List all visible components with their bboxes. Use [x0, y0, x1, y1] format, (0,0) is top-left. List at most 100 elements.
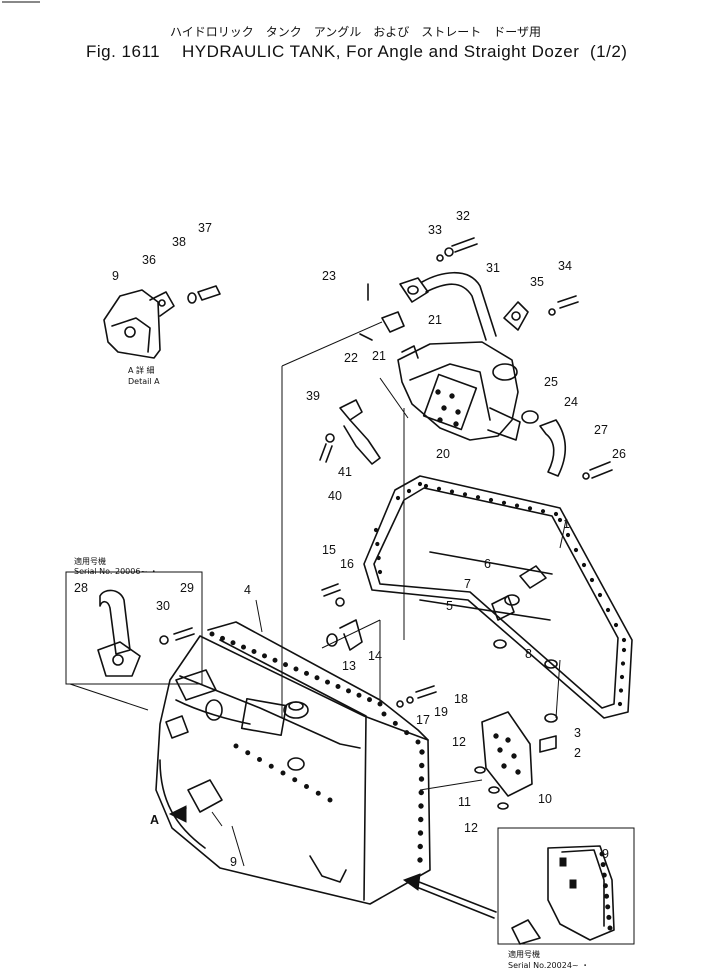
bolt-hole	[589, 577, 595, 583]
callout-24: 24	[564, 395, 578, 409]
bolt-hole	[356, 692, 362, 698]
bolt-hole	[601, 872, 607, 878]
callout-15: 15	[322, 543, 336, 557]
callout-19: 19	[434, 705, 448, 719]
bolt-hole	[376, 555, 381, 561]
callout-9-inset: 9	[602, 847, 609, 861]
callout-9-detail: 9	[112, 269, 119, 283]
callout-40: 40	[328, 489, 342, 503]
bolt-hole	[501, 500, 507, 505]
serial-upper-label-jp: 適用号機	[74, 556, 106, 566]
bolt-hole	[280, 770, 286, 776]
callout-14: 14	[368, 649, 382, 663]
callout-2: 2	[574, 746, 581, 760]
bolt-hole	[283, 662, 288, 668]
callout-31: 31	[486, 261, 500, 275]
bolt-hole	[565, 532, 571, 538]
callout-16: 16	[340, 557, 354, 571]
bolt-hole	[620, 661, 626, 666]
figure-number: Fig. 1611	[86, 42, 160, 61]
bolt-hole	[602, 883, 608, 889]
bolt-hole	[488, 497, 494, 503]
callout-4: 4	[244, 583, 251, 597]
pipe-assembly	[399, 272, 529, 341]
serial-lower-label-jp: 適用号機	[508, 949, 540, 959]
bolt-hole	[417, 830, 424, 836]
bolt-hole	[257, 757, 262, 762]
bolt-hole	[241, 644, 246, 650]
callout-36: 36	[142, 253, 156, 267]
bolt-hole	[475, 495, 481, 500]
bolt-hole	[621, 647, 627, 653]
bolt-hole	[605, 607, 611, 613]
bolt-hole	[315, 790, 321, 796]
serial-upper-text: Serial No. 20006~ ・	[74, 567, 158, 576]
bolt-hole	[262, 653, 267, 659]
bolt-hole	[367, 697, 372, 703]
bolt-hole	[245, 750, 251, 756]
bolt-hole	[617, 701, 623, 707]
bolt-hole	[436, 486, 442, 491]
bolt-hole	[607, 925, 613, 931]
callout-33: 33	[428, 223, 442, 237]
bolt-hole	[418, 776, 425, 782]
bolt-hole	[233, 743, 239, 749]
bolt-hole	[381, 711, 387, 717]
bolt-hole	[346, 688, 351, 694]
bolt-hole	[327, 797, 333, 803]
fittings-center	[321, 583, 437, 708]
bolt-hole	[419, 762, 425, 769]
bolt-hole	[251, 649, 257, 654]
bolt-hole	[209, 631, 215, 637]
callout-12-lower: 12	[464, 821, 478, 835]
callout-37: 37	[198, 221, 212, 235]
title-japanese: ハイドロリック タンク アングル および ストレート ドーザ用	[170, 25, 541, 39]
callout-13: 13	[342, 659, 356, 673]
bolt-hole	[581, 562, 587, 568]
bolt-hole	[599, 851, 605, 857]
mount-bracket	[319, 399, 381, 465]
side-port-plate	[474, 711, 533, 810]
bolt-hole	[418, 816, 424, 823]
bolt-hole	[527, 506, 533, 511]
callout-3: 3	[574, 726, 581, 740]
bolt-hole	[606, 914, 612, 920]
callout-21-lower: 21	[372, 349, 386, 363]
bolt-hole	[314, 675, 320, 681]
bolt-hole	[417, 857, 423, 863]
detail-a-label-en: Detail A	[128, 377, 160, 386]
bolt-hole	[304, 784, 309, 789]
bolt-hole	[604, 893, 610, 899]
tank-flange-bolts	[209, 631, 425, 863]
bolt-hole	[395, 495, 401, 501]
serial-lower-text: Serial No.20024~ ・	[508, 961, 589, 970]
callout-20: 20	[436, 447, 450, 461]
leader-lines	[69, 321, 567, 867]
callout-7: 7	[464, 577, 471, 591]
cover-fittings	[491, 565, 558, 753]
callout-18: 18	[454, 692, 468, 706]
sheet-indicator: (1/2)	[590, 42, 627, 61]
callout-41: 41	[338, 465, 352, 479]
bolt-hole	[292, 777, 298, 783]
bolt-hole	[597, 592, 603, 598]
callout-25: 25	[544, 375, 558, 389]
bolt-hole	[304, 670, 309, 676]
callout-30: 30	[156, 599, 170, 613]
bolt-hole	[293, 666, 299, 672]
bolt-hole	[418, 789, 424, 796]
bolt-hole	[377, 569, 383, 575]
callout-12-upper: 12	[452, 735, 466, 749]
detail-a-bracket	[103, 285, 221, 359]
bolt-hole	[553, 511, 559, 517]
view-arrow-a	[168, 805, 187, 823]
serial-inset-lower	[497, 827, 635, 945]
view-arrow-a-label: A	[150, 813, 159, 827]
callout-1: 1	[563, 517, 570, 531]
callout-labels: 1 2 3 4 5 6 7 8 9 9 9 10 11 12 12 13 14 …	[74, 209, 626, 869]
bolt-hole	[619, 674, 625, 680]
callout-17: 17	[416, 713, 430, 727]
hydraulic-tank-body	[155, 621, 431, 905]
